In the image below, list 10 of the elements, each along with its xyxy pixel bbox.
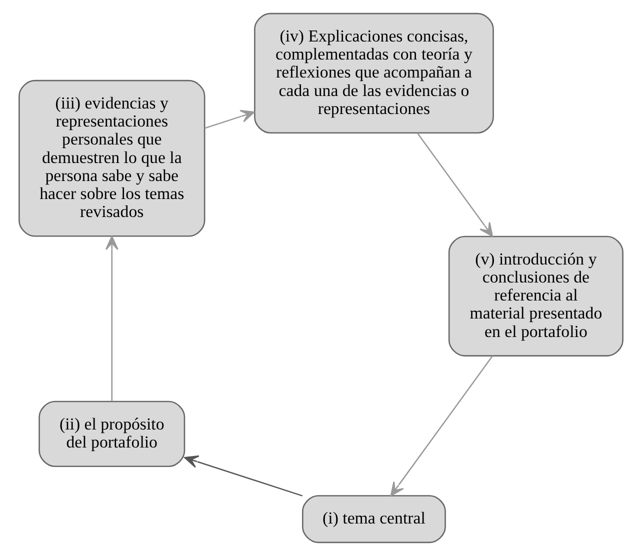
node-box: (ii) el propósito del portafolio bbox=[38, 400, 185, 467]
arrow bbox=[390, 356, 493, 496]
arrow bbox=[184, 455, 302, 496]
node-box: (iii) evidencias y representaciones personales que demuestren lo que la persona sabe y sabe hacer sobre los temas revisados bbox=[18, 80, 205, 237]
arrow bbox=[204, 110, 254, 129]
node-box: (i) tema central bbox=[302, 495, 446, 544]
arrow bbox=[416, 132, 493, 237]
node-box: (iv) Explicaciones concisas, complementadas con teoría y reflexiones que acompañan a cada una de las evidencias o representaciones bbox=[254, 12, 494, 134]
arrow bbox=[104, 236, 118, 402]
node-box: (v) introducción y conclusiones de referencia al material presentado en el portafolio bbox=[448, 236, 623, 356]
